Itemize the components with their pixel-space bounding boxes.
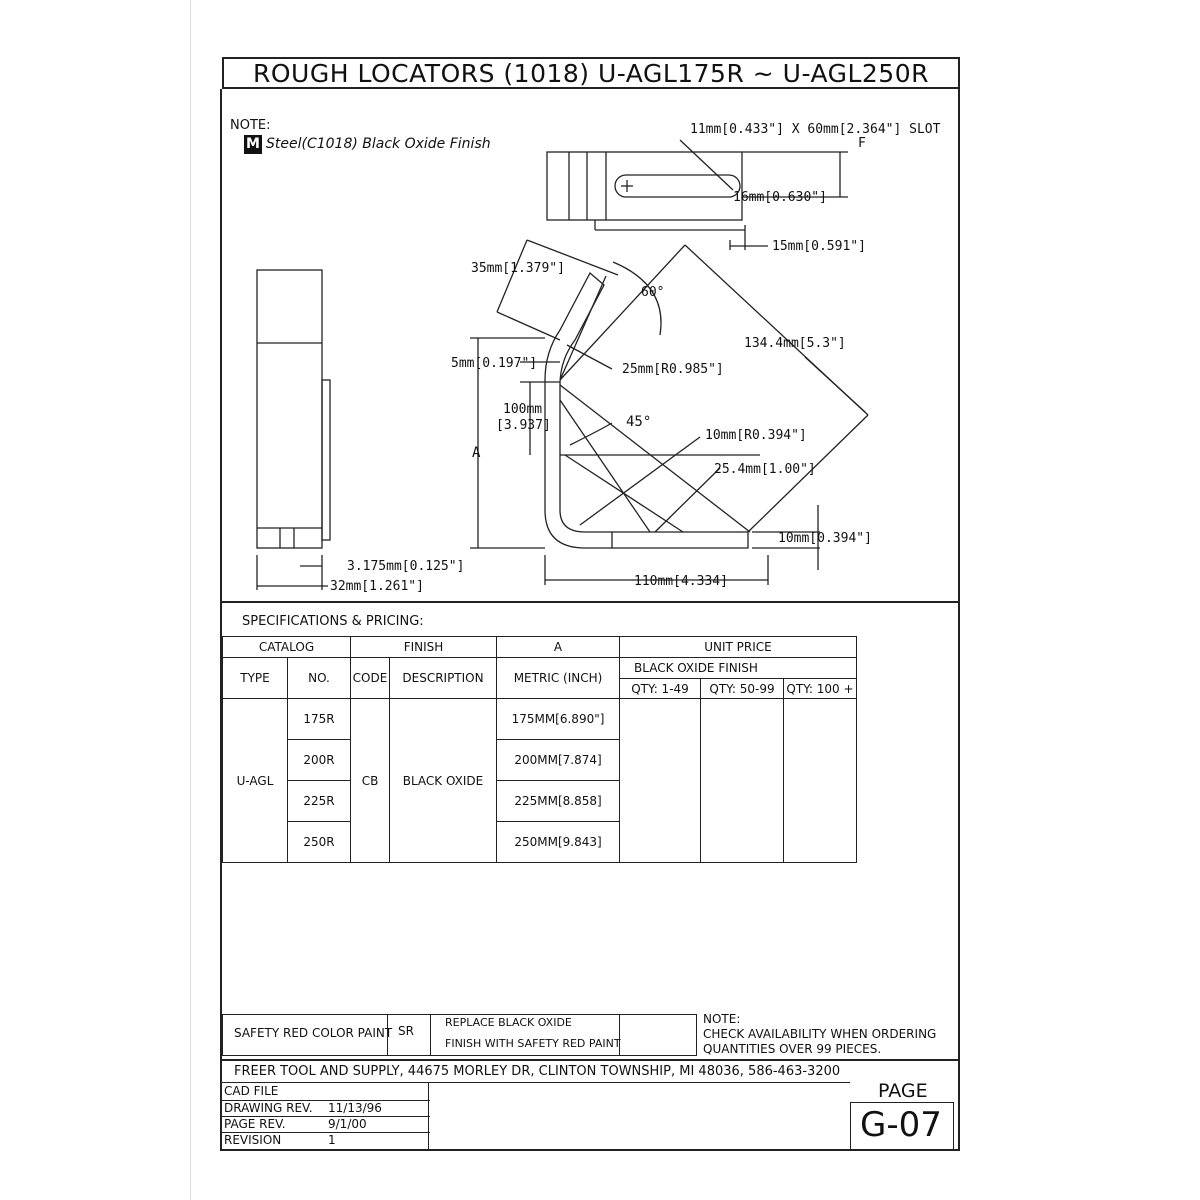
slot-sub-label: F [858, 136, 866, 151]
cell-no: 200R [287, 739, 351, 781]
side-view-outline [256, 269, 323, 549]
col-qty-100: QTY: 100 + [783, 678, 857, 699]
spec-divider [220, 601, 960, 603]
locator-profile [544, 271, 749, 549]
dim-16mm: 16mm[0.630"] [733, 190, 827, 205]
header-unit-price: UNIT PRICE [619, 636, 857, 658]
cell-metric: 200MM[7.874] [496, 739, 620, 781]
cad-file-label: CAD FILE [224, 1084, 279, 1098]
dim-10mm: 10mm[0.394"] [778, 531, 872, 546]
page-rev-value: 9/1/00 [328, 1117, 367, 1131]
page-number: G-07 [860, 1105, 942, 1145]
spec-table: CATALOG FINISH A UNIT PRICE TYPE NO. COD… [222, 636, 857, 863]
slot-dimension-label: 11mm[0.433"] X 60mm[2.364"] SLOT [690, 122, 941, 137]
cell-metric: 175MM[6.890"] [496, 698, 620, 740]
cell-type: U-AGL [222, 698, 288, 863]
dim-110mm: 110mm[4.334] [634, 574, 728, 589]
cell-no: 175R [287, 698, 351, 740]
cell-code: CB [350, 698, 390, 863]
page-rev-label: PAGE REV. [224, 1117, 286, 1131]
dim-5mm: 5mm[0.197"] [451, 356, 538, 371]
footer-divider [220, 1059, 960, 1061]
safety-label: SAFETY RED COLOR PAINT [234, 1026, 393, 1040]
cell-metric: 250MM[9.843] [496, 821, 620, 863]
spec-heading: SPECIFICATIONS & PRICING: [242, 614, 424, 629]
slot-outline [614, 174, 741, 198]
safety-price-cell [619, 1014, 697, 1056]
angle-60: 60° [641, 285, 665, 300]
dim-134mm: 134.4mm[5.3"] [744, 336, 846, 351]
safety-code: SR [398, 1024, 414, 1038]
angle-45: 45° [626, 414, 652, 430]
cell-metric: 225MM[8.858] [496, 780, 620, 822]
page-title: ROUGH LOCATORS (1018) U-AGL175R ~ U-AGL2… [222, 57, 960, 89]
top-view-outline [546, 151, 743, 221]
revision-label: REVISION [224, 1133, 282, 1147]
footer-rule [220, 1082, 850, 1083]
page-number-box [850, 1102, 954, 1150]
dim-25-4mm: 25.4mm[1.00"] [714, 462, 816, 477]
col-no: NO. [287, 657, 351, 699]
footer-row-line [220, 1116, 430, 1117]
note2-label: NOTE: [703, 1012, 741, 1026]
footer-row-line [220, 1132, 430, 1133]
col-qty-50-99: QTY: 50-99 [700, 678, 784, 699]
col-code: CODE [350, 657, 390, 699]
safety-desc-line2: FINISH WITH SAFETY RED PAINT [445, 1037, 621, 1050]
header-finish: FINISH [350, 636, 497, 658]
company-info: FREER TOOL AND SUPPLY, 44675 MORLEY DR, … [234, 1064, 841, 1079]
cell-no: 250R [287, 821, 351, 863]
note-label: NOTE: [230, 118, 271, 133]
cell-price-2 [700, 698, 784, 863]
header-a: A [496, 636, 620, 658]
dim-25r: 25mm[R0.985"] [622, 362, 724, 377]
cell-price-3 [783, 698, 857, 863]
note2-line2: QUANTITIES OVER 99 PIECES. [703, 1042, 882, 1056]
drawing-frame [220, 89, 960, 1151]
col-metric: METRIC (INCH) [496, 657, 620, 699]
col-description: DESCRIPTION [389, 657, 497, 699]
dim-15mm: 15mm[0.591"] [772, 239, 866, 254]
cell-price-1 [619, 698, 701, 863]
header-catalog: CATALOG [222, 636, 351, 658]
price-subheader: BLACK OXIDE FINISH [619, 657, 857, 679]
dim-35mm: 35mm[1.379"] [471, 261, 565, 276]
safety-desc-line1: REPLACE BLACK OXIDE [445, 1016, 572, 1029]
dim-10r: 10mm[R0.394"] [705, 428, 807, 443]
cell-description: BLACK OXIDE [389, 698, 497, 863]
footer-row-line [220, 1100, 430, 1101]
material-badge: M [244, 135, 262, 154]
revision-value: 1 [328, 1133, 336, 1147]
dim-32mm: 32mm[1.261"] [330, 579, 424, 594]
col-type: TYPE [222, 657, 288, 699]
scan-edge-line [190, 0, 191, 1200]
note2-line1: CHECK AVAILABILITY WHEN ORDERING [703, 1027, 937, 1041]
drawing-rev-label: DRAWING REV. [224, 1101, 313, 1115]
footer-vert-line [428, 1082, 429, 1150]
dim-100mm-inch: [3.937] [496, 418, 551, 433]
label-a: A [472, 445, 481, 461]
dim-3-175mm: 3.175mm[0.125"] [347, 559, 465, 574]
material-text: Steel(C1018) Black Oxide Finish [266, 136, 491, 152]
dim-100mm: 100mm [503, 402, 543, 417]
cell-no: 225R [287, 780, 351, 822]
col-qty-1-49: QTY: 1-49 [619, 678, 701, 699]
drawing-rev-value: 11/13/96 [328, 1101, 382, 1115]
page-label: PAGE [878, 1080, 928, 1102]
